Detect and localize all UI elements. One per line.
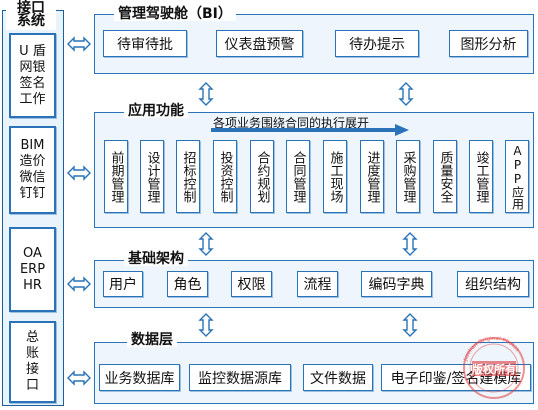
contract-execution-banner: 各项业务围绕合同的执行展开: [213, 116, 370, 130]
app-item-app[interactable]: APP应用: [505, 140, 529, 213]
app-item-label: 招标控制: [180, 150, 196, 203]
app-item-label: 合同管理: [290, 150, 306, 203]
app-item-label: 合约规划: [254, 150, 270, 203]
interface-card-label: U 盾 网银 签名 工作: [19, 43, 46, 107]
base-item-code-dictionary[interactable]: 编码字典: [361, 271, 432, 297]
app-item-procurement[interactable]: 采购管理: [396, 140, 420, 213]
interface-card-bim-wechat[interactable]: BIM 造价 微信 钉钉: [9, 126, 56, 214]
app-item-label: 质量安全: [437, 150, 453, 203]
app-item-preliminary[interactable]: 前期管理: [104, 140, 128, 213]
right-arrow-icon: [211, 124, 409, 136]
double-arrow-vertical-icon: [198, 82, 214, 106]
base-item-user[interactable]: 用户: [103, 271, 143, 297]
app-item-label: 进度管理: [364, 150, 380, 203]
data-item-monitoring-source-db[interactable]: 监控数据源库: [189, 364, 291, 391]
double-arrow-vertical-icon: [402, 232, 418, 256]
double-arrow-vertical-icon: [198, 232, 214, 256]
interface-card-oa-erp-hr[interactable]: OA ERP HR: [9, 227, 56, 312]
base-architecture-section-title: 基础架构: [124, 252, 188, 266]
double-arrow-vertical-icon: [398, 82, 414, 106]
svg-text:Jiaolian Original Photos: Jiaolian Original Photos: [463, 336, 520, 363]
app-item-label: 设计管理: [144, 150, 160, 203]
app-item-contract-planning[interactable]: 合约规划: [250, 140, 274, 213]
base-item-organization[interactable]: 组织结构: [457, 271, 529, 297]
base-item-role[interactable]: 角色: [167, 271, 208, 297]
double-arrow-icon: [67, 276, 91, 292]
app-item-bidding[interactable]: 招标控制: [176, 140, 200, 213]
interface-systems-title: 接口 系统: [6, 1, 56, 30]
cockpit-item-graph-analysis[interactable]: 图形分析: [449, 30, 528, 57]
double-arrow-icon: [67, 36, 91, 52]
double-arrow-icon: [67, 370, 91, 386]
data-item-business-db[interactable]: 业务数据库: [99, 364, 180, 391]
cockpit-item-pending-approval[interactable]: 待审待批: [103, 30, 187, 57]
interface-card-label: OA ERP HR: [19, 245, 46, 293]
interface-card-general-ledger[interactable]: 总 账 接 口: [9, 321, 56, 403]
double-arrow-vertical-icon: [402, 313, 418, 337]
cockpit-item-dashboard-alert[interactable]: 仪表盘预警: [216, 30, 303, 57]
svg-text:版权所有: 版权所有: [472, 362, 516, 376]
double-arrow-vertical-icon: [198, 313, 214, 337]
app-item-contract-management[interactable]: 合同管理: [286, 140, 310, 213]
data-item-file-data[interactable]: 文件数据: [303, 364, 373, 391]
app-item-quality-safety[interactable]: 质量安全: [433, 140, 457, 213]
app-item-construction-site[interactable]: 施工现场: [323, 140, 347, 213]
app-item-design[interactable]: 设计管理: [140, 140, 164, 213]
app-item-label: 采购管理: [400, 150, 416, 203]
data-layer-section-title: 数据层: [127, 333, 177, 347]
interface-card-ukey-bank[interactable]: U 盾 网银 签名 工作: [9, 33, 56, 118]
cockpit-item-todo-reminder[interactable]: 待办提示: [335, 30, 419, 57]
app-item-label: 竣工管理: [473, 150, 489, 203]
app-item-investment[interactable]: 投资控制: [213, 140, 237, 213]
app-functions-section-title: 应用功能: [124, 104, 188, 118]
interface-card-label: BIM 造价 微信 钉钉: [19, 138, 46, 201]
app-item-completion[interactable]: 竣工管理: [469, 140, 493, 213]
double-arrow-icon: [67, 165, 91, 181]
app-item-label: APP应用: [510, 143, 525, 210]
app-item-label: 投资控制: [217, 150, 233, 203]
app-item-schedule[interactable]: 进度管理: [360, 140, 384, 213]
copyright-stamp-icon: 版权所有 Jiaolian Original Photos: [463, 336, 525, 399]
app-item-label: 前期管理: [108, 150, 124, 203]
base-item-permission[interactable]: 权限: [231, 271, 272, 297]
cockpit-section-title: 管理驾驶舱（BI）: [114, 7, 236, 21]
app-item-label: 施工现场: [327, 150, 343, 203]
base-item-workflow[interactable]: 流程: [297, 271, 338, 297]
interface-card-label: 总 账 接 口: [25, 330, 39, 393]
